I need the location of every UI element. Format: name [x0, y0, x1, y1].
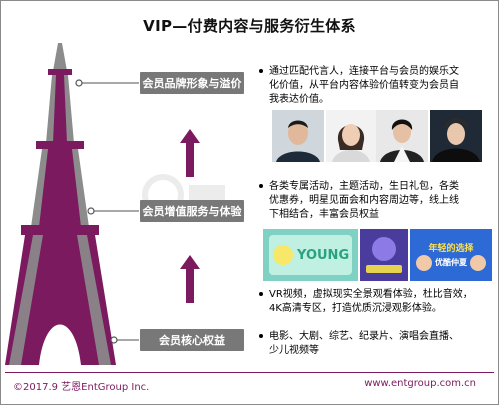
- bullet-brand-image-line-3: 我表达价值。: [269, 94, 329, 105]
- banner-young-text: YOUNG: [296, 248, 349, 263]
- bullet-dot: [259, 184, 263, 188]
- banner-youku-text-1: 年轻的选择: [428, 242, 474, 254]
- level-label-value-added: 会员增值服务与体验: [142, 205, 242, 218]
- tower-top-deck: [48, 69, 72, 75]
- banner-youku-text-2: 优酷仲夏: [435, 257, 468, 267]
- bullet-value-added: 各类专属活动，主题活动，生日礼包，各类 优惠券，明星见面会和内容周边等，线上线 …: [259, 180, 495, 222]
- tower-left-leg-shade: [9, 235, 43, 365]
- bullet-core-vr-line-2: 4K高清专区，打造优质沉浸观影体验。: [269, 303, 442, 314]
- celebrity-photo-4: [430, 110, 482, 162]
- up-arrow-top: [180, 129, 200, 177]
- bullet-dot: [259, 334, 263, 338]
- promo-banner-youku: 年轻的选择 优酷仲夏: [410, 229, 492, 281]
- bullet-dot: [259, 292, 263, 296]
- footer-divider: [5, 372, 494, 373]
- tower-upper-core: [53, 75, 67, 143]
- tower-second-platform: [36, 141, 84, 149]
- bullet-core-vr-line-1: VR视频，虚拟现实全景观看体验，杜比音效，: [269, 289, 473, 300]
- level-box-brand-image: 会员品牌形象与溢价: [140, 72, 244, 94]
- bullet-core-content-line-2: 少儿视频等: [269, 345, 319, 356]
- celebrity-photo-1: [272, 110, 324, 162]
- bullet-value-added-line-3: 下相结合，丰富会员权益: [269, 209, 379, 220]
- tower-middle-core: [39, 149, 81, 227]
- bullet-value-added-line-1: 各类专属活动，主题活动，生日礼包，各类: [269, 181, 459, 192]
- tower-spire: [53, 43, 67, 71]
- footer-copyright: ©2017.9 艺恩EntGroup Inc.: [13, 382, 150, 393]
- tower-right-leg-shade: [77, 235, 111, 365]
- bullet-dot: [259, 69, 263, 73]
- promo-banner-purple: [360, 229, 408, 281]
- footer-website-link[interactable]: www.entgroup.com.cn: [364, 378, 476, 389]
- connector-dot-top: [75, 79, 83, 87]
- up-arrow-bottom: [180, 255, 200, 303]
- promo-banner-young: YOUNG: [263, 229, 358, 281]
- level-box-value-added: 会员增值服务与体验: [140, 200, 244, 222]
- bullet-core-vr: VR视频，虚拟现实全景观看体验，杜比音效， 4K高清专区，打造优质沉浸观影体验。: [259, 288, 495, 316]
- bullet-core-content-line-1: 电影、大剧、综艺、纪录片、演唱会直播、: [269, 331, 459, 342]
- slide-title: VIP—付费内容与服务衍生体系: [143, 17, 356, 35]
- bullet-core-content: 电影、大剧、综艺、纪录片、演唱会直播、 少儿视频等: [259, 330, 495, 358]
- bullet-brand-image-line-2: 化价值，从平台内容体验价值转变为会员自: [269, 80, 459, 91]
- connector-dot-middle: [87, 207, 95, 215]
- eiffel-tower-illustration: [5, 43, 200, 365]
- celebrity-photo-2: [326, 110, 376, 162]
- bullet-brand-image: 通过匹配代言人，连接平台与会员的娱乐文 化价值，从平台内容体验价值转变为会员自 …: [259, 65, 495, 107]
- level-label-core-rights: 会员核心权益: [159, 334, 225, 347]
- level-box-core-rights: 会员核心权益: [140, 329, 244, 351]
- celebrity-photo-3: [376, 110, 428, 162]
- bullet-brand-image-line-1: 通过匹配代言人，连接平台与会员的娱乐文: [269, 66, 459, 77]
- bullet-value-added-line-2: 优惠券，明星见面会和内容周边等，线上线: [269, 195, 459, 206]
- tower-first-platform: [21, 225, 99, 235]
- connector-dot-bottom: [110, 336, 118, 344]
- level-label-brand-image: 会员品牌形象与溢价: [142, 77, 242, 90]
